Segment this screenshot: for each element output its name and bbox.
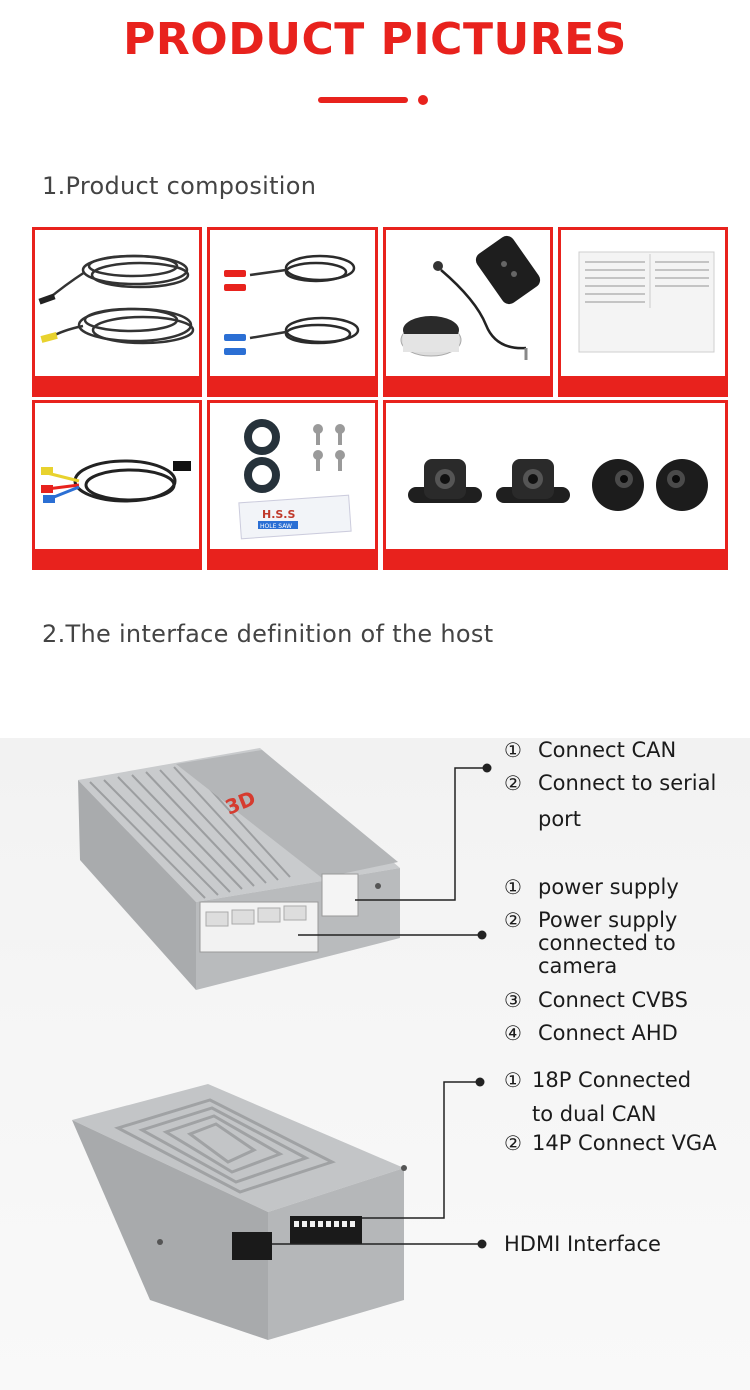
interface-heading: 2.The interface definition of the host [42, 620, 494, 648]
title-underline [318, 97, 408, 103]
hole-saw-sublabel: HOLE SAW [260, 523, 292, 530]
label-port: port [538, 807, 582, 831]
connector-cables-image [224, 254, 360, 355]
camera-cables-image [38, 254, 195, 345]
tile-rings-screws-and-hole-saw: H.S.S HOLE SAW [207, 400, 378, 570]
label-hdmi-interface: HDMI Interface [504, 1232, 661, 1256]
tile-strip [35, 549, 199, 567]
hole-saw-label: H.S.S [262, 508, 295, 521]
tile-red-blue-connector-cables [207, 227, 378, 397]
leader-lines [272, 767, 484, 1245]
page-title: PRODUCT PICTURES [123, 14, 627, 65]
tile-strip [210, 549, 375, 567]
tile-camera-extension-cables [32, 227, 202, 397]
tile-power-wiring-harness [32, 400, 202, 570]
tile-four-cameras [383, 400, 728, 570]
label-camera: camera [538, 954, 618, 978]
label-connected-to: connected to [538, 931, 676, 955]
tile-remote-control-and-knob [383, 227, 553, 397]
label-to-dual-can: to dual CAN [532, 1102, 657, 1126]
composition-heading: 1.Product composition [42, 172, 317, 200]
leader-dots [475, 763, 492, 1249]
tile-strip [386, 549, 725, 567]
wiring-harness-image [41, 459, 191, 503]
upper-host-unit: 3D [78, 748, 400, 990]
tile-strip [210, 376, 375, 394]
host-box-image [578, 251, 715, 353]
tile-host-unit-box [558, 227, 728, 397]
tile-strip [386, 376, 550, 394]
accessories-image: H.S.S HOLE SAW [238, 419, 352, 540]
cameras-image [408, 459, 708, 511]
tile-strip [561, 376, 725, 394]
remote-knob-image [400, 235, 541, 360]
lower-host-unit [72, 1084, 407, 1340]
title-dot [418, 95, 428, 105]
tile-strip [35, 376, 199, 394]
